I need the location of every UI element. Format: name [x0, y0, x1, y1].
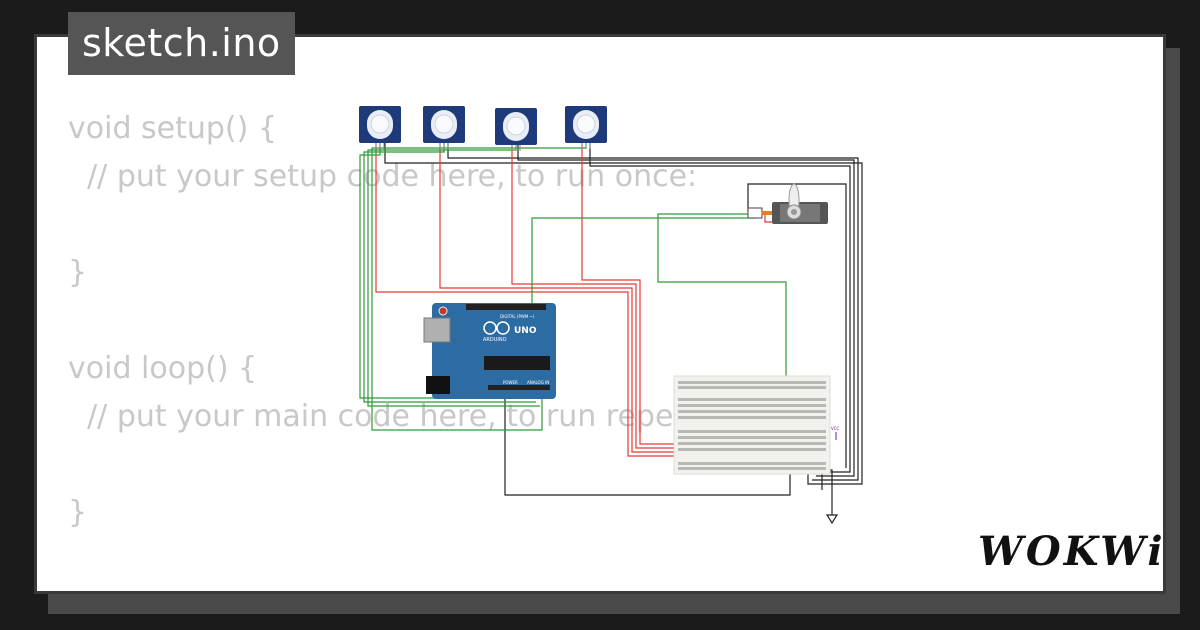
code-line: } [68, 495, 88, 530]
board-power-header-label: POWER [503, 380, 518, 385]
wokwi-logo-text: WOKWi [978, 528, 1166, 575]
code-line: // put your setup code here, to run once… [68, 159, 698, 194]
pir-sensor[interactable] [359, 106, 401, 149]
code-line: void setup() { [68, 111, 277, 146]
board-digital-header-label: DIGITAL (PWM ~) [500, 314, 535, 319]
arduino-uno-board[interactable]: UNO ARDUINO DIGITAL (PWM ~) POWER ANALOG… [423, 303, 556, 399]
wokwi-logo: WOKWi [978, 528, 1166, 576]
code-editor[interactable]: void setup() { // put your setup code he… [68, 105, 768, 537]
code-line: // put your main code here, to run repe [68, 399, 674, 434]
file-tab[interactable]: sketch.ino [68, 12, 295, 75]
servo-motor[interactable] [747, 183, 828, 224]
code-line: void loop() { [68, 351, 258, 386]
pir-sensor[interactable] [565, 106, 607, 149]
breadboard[interactable]: VCC [673, 375, 840, 475]
pir-sensor[interactable] [423, 106, 465, 149]
pir-sensor[interactable] [495, 108, 537, 151]
board-analog-header-label: ANALOG IN [527, 380, 549, 385]
vcc-label: VCC [831, 426, 840, 431]
code-line: } [68, 255, 88, 290]
board-model-label: UNO [514, 326, 537, 336]
board-brand-label: ARDUINO [483, 337, 507, 343]
